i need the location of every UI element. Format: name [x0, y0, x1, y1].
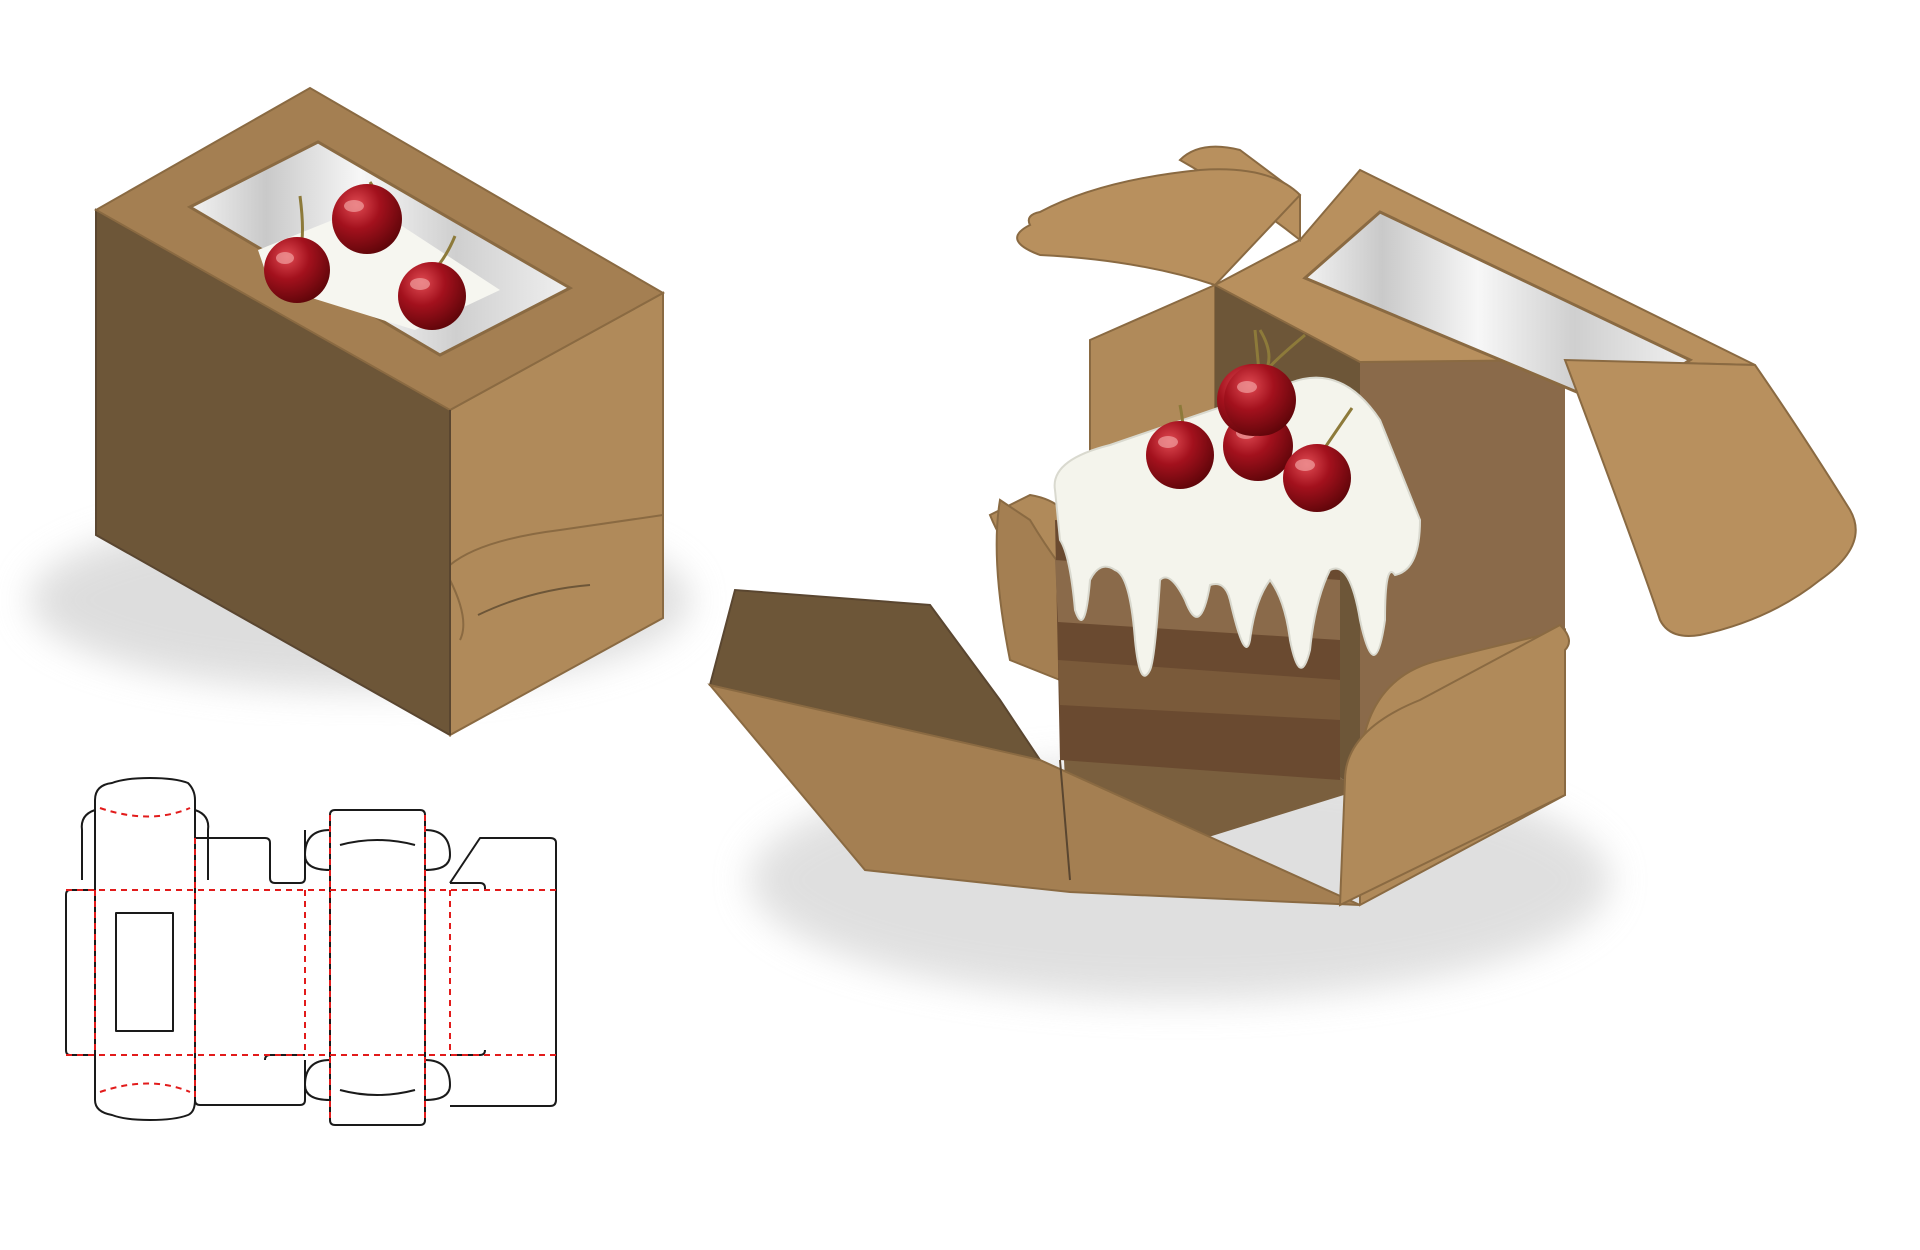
window-cherries	[264, 181, 466, 330]
open-window-box	[707, 145, 1857, 907]
lid-dust-flap	[1016, 168, 1302, 287]
dieline-cut-lines	[65, 777, 557, 1126]
dieline-fold-lines	[66, 807, 556, 1120]
cake-slice	[1053, 329, 1422, 780]
lid-tuck-flap	[1563, 358, 1857, 637]
lid-window	[1302, 210, 1694, 410]
box-bottom-front	[707, 683, 1361, 906]
dieline-template	[65, 777, 557, 1126]
cake-layer-dark	[1058, 660, 1340, 720]
box-side-flap	[449, 514, 664, 566]
cake-cherries	[1146, 329, 1354, 512]
front-tuck-flap	[1338, 623, 1570, 907]
closed-window-box	[93, 86, 666, 737]
